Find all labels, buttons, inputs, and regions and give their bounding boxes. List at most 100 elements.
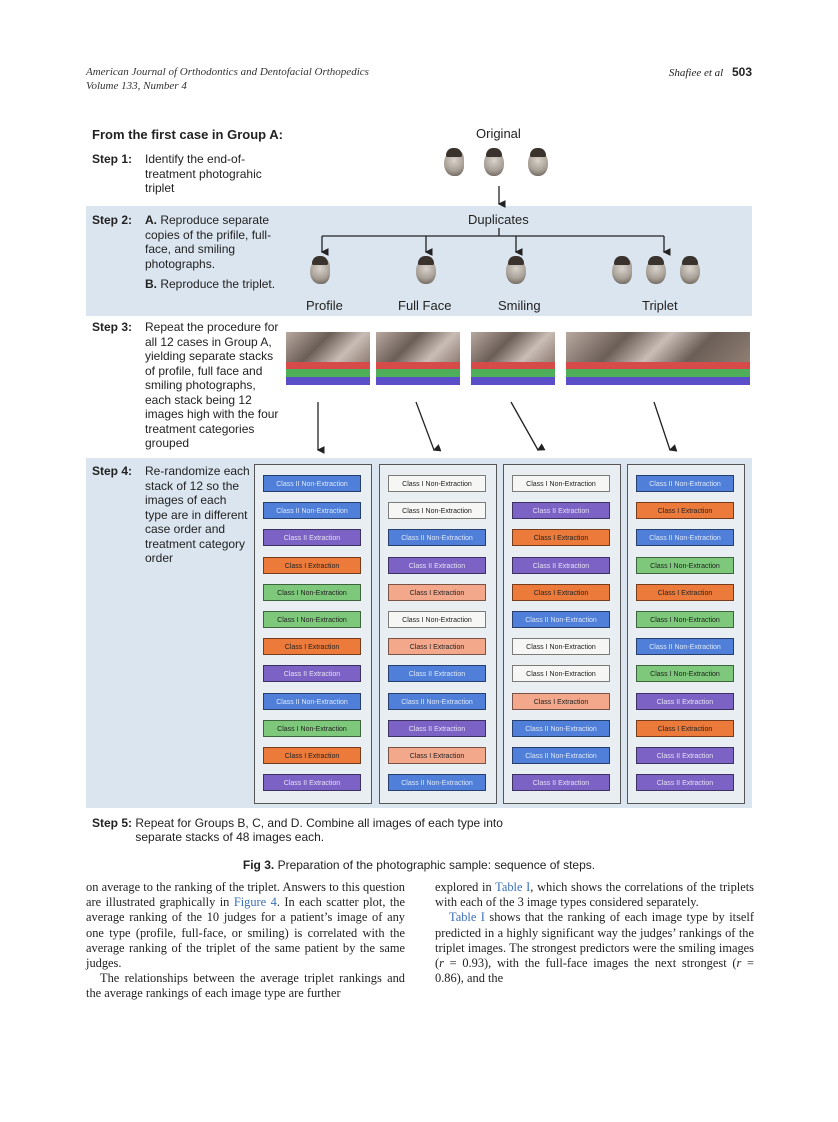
caption-text: Preparation of the photographic sample: … bbox=[277, 858, 596, 872]
right-paragraph-2: Table I shows that the ranking of each i… bbox=[435, 910, 754, 986]
category-card: Class I Extraction bbox=[636, 583, 734, 601]
category-card: Class I Extraction bbox=[388, 583, 486, 601]
journal-volume: Volume 133, Number 4 bbox=[86, 80, 187, 92]
category-card: Class I Extraction bbox=[388, 638, 486, 656]
step-3-label: Step 3: bbox=[92, 320, 133, 334]
caption-label: Fig 3. bbox=[242, 858, 275, 872]
category-card: Class II Extraction bbox=[388, 665, 486, 683]
category-card: Class II Extraction bbox=[512, 774, 610, 792]
profile-stack bbox=[286, 332, 370, 394]
smiling-photo bbox=[506, 256, 526, 284]
category-card: Class II Extraction bbox=[263, 529, 361, 547]
table-1-link[interactable]: Table I bbox=[495, 880, 531, 894]
table-1-link-2[interactable]: Table I bbox=[449, 910, 485, 925]
profile-photo bbox=[310, 256, 330, 284]
category-card: Class II Extraction bbox=[636, 692, 734, 710]
left-paragraph-2: The relationships between the average tr… bbox=[86, 971, 405, 1001]
label-full-face: Full Face bbox=[398, 298, 452, 313]
step-5: Step 5: Repeat for Groups B, C, and D. C… bbox=[92, 816, 515, 844]
author-line: Shafiee et al bbox=[668, 67, 724, 79]
category-card: Class I Non-Extraction bbox=[388, 475, 486, 492]
full-face-stack bbox=[376, 332, 460, 394]
category-card: Class II Extraction bbox=[636, 774, 734, 792]
category-card: Class I Non-Extraction bbox=[263, 583, 361, 601]
category-card: Class II Extraction bbox=[388, 719, 486, 737]
step-2b-prefix: B. bbox=[145, 277, 157, 291]
figure-caption: Fig 3. Preparation of the photographic s… bbox=[0, 858, 838, 872]
category-card: Class I Extraction bbox=[512, 583, 610, 601]
category-card: Class I Non-Extraction bbox=[512, 475, 610, 492]
step-5-label: Step 5: bbox=[92, 816, 133, 830]
step-4-text: Re-randomize each stack of 12 so the ima… bbox=[145, 464, 250, 565]
category-card: Class I Non-Extraction bbox=[636, 665, 734, 683]
label-triplet: Triplet bbox=[642, 298, 678, 313]
category-card: Class II Non-Extraction bbox=[636, 638, 734, 656]
category-card: Class II Non-Extraction bbox=[636, 475, 734, 492]
right-paragraph-1: explored in Table I, which shows the cor… bbox=[435, 880, 754, 910]
category-card: Class I Non-Extraction bbox=[388, 611, 486, 628]
label-original: Original bbox=[476, 126, 521, 141]
category-card: Class I Extraction bbox=[512, 529, 610, 547]
category-card: Class II Non-Extraction bbox=[512, 747, 610, 764]
category-card: Class II Non-Extraction bbox=[263, 475, 361, 492]
category-card: Class I Non-Extraction bbox=[636, 556, 734, 574]
figure-4-link[interactable]: Figure 4 bbox=[233, 895, 277, 910]
category-card: Class I Non-Extraction bbox=[388, 502, 486, 520]
category-card: Class II Non-Extraction bbox=[388, 529, 486, 547]
original-full-face-photo bbox=[484, 148, 504, 176]
category-card: Class I Non-Extraction bbox=[263, 719, 361, 737]
category-card: Class I Extraction bbox=[636, 719, 734, 737]
running-header-left: American Journal of Orthodontics and Den… bbox=[86, 65, 369, 93]
step-3-text: Repeat the procedure for all 12 cases in… bbox=[145, 320, 279, 450]
journal-title: American Journal of Orthodontics and Den… bbox=[86, 66, 369, 78]
step-5-text: Repeat for Groups B, C, and D. Combine a… bbox=[135, 816, 503, 844]
category-card: Class I Extraction bbox=[512, 692, 610, 710]
step-4-label: Step 4: bbox=[92, 464, 133, 478]
category-card: Class II Extraction bbox=[263, 774, 361, 792]
category-card: Class I Extraction bbox=[263, 638, 361, 656]
page-number: 503 bbox=[731, 65, 752, 79]
category-card: Class I Extraction bbox=[636, 502, 734, 520]
step-1-label: Step 1: bbox=[92, 152, 133, 166]
triplet-stack bbox=[566, 332, 750, 394]
label-smiling: Smiling bbox=[498, 298, 541, 313]
category-card: Class II Extraction bbox=[263, 665, 361, 683]
figure-heading: From the first case in Group A: bbox=[92, 127, 283, 142]
step-1-text: Identify the end-of-treatment photograhi… bbox=[145, 152, 262, 195]
label-duplicates: Duplicates bbox=[468, 212, 529, 227]
label-profile: Profile bbox=[306, 298, 343, 313]
category-card: Class I Extraction bbox=[263, 556, 361, 574]
category-card: Class II Extraction bbox=[512, 502, 610, 520]
step-2a-text: Reproduce separate copies of the prifile… bbox=[145, 213, 272, 271]
flow-arrows bbox=[316, 186, 678, 454]
triplet-full-face-photo bbox=[646, 256, 666, 284]
full-face-photo bbox=[416, 256, 436, 284]
category-card: Class I Non-Extraction bbox=[263, 611, 361, 628]
figure-3: From the first case in Group A: Step 1: … bbox=[86, 120, 752, 850]
triplet-smiling-photo bbox=[680, 256, 700, 284]
step-2a-prefix: A. bbox=[145, 213, 157, 227]
category-card: Class II Non-Extraction bbox=[636, 529, 734, 547]
running-header-right: Shafiee et al 503 bbox=[669, 65, 752, 79]
category-card: Class II Extraction bbox=[512, 556, 610, 574]
category-card: Class II Non-Extraction bbox=[388, 774, 486, 792]
category-card: Class II Non-Extraction bbox=[263, 502, 361, 520]
band-step-5 bbox=[86, 808, 752, 850]
category-card: Class II Non-Extraction bbox=[512, 611, 610, 628]
category-card: Class II Non-Extraction bbox=[512, 719, 610, 737]
category-card: Class II Extraction bbox=[388, 556, 486, 574]
category-card: Class I Non-Extraction bbox=[636, 611, 734, 628]
band-step-1 bbox=[86, 120, 752, 206]
category-card: Class II Non-Extraction bbox=[263, 692, 361, 710]
original-smiling-photo bbox=[528, 148, 548, 176]
body-column-right: explored in Table I, which shows the cor… bbox=[435, 880, 754, 986]
category-card: Class I Extraction bbox=[263, 747, 361, 764]
category-card: Class II Extraction bbox=[636, 747, 734, 764]
body-column-left: on average to the ranking of the triplet… bbox=[86, 880, 405, 1002]
original-profile-photo bbox=[444, 148, 464, 176]
category-card: Class II Non-Extraction bbox=[388, 692, 486, 710]
